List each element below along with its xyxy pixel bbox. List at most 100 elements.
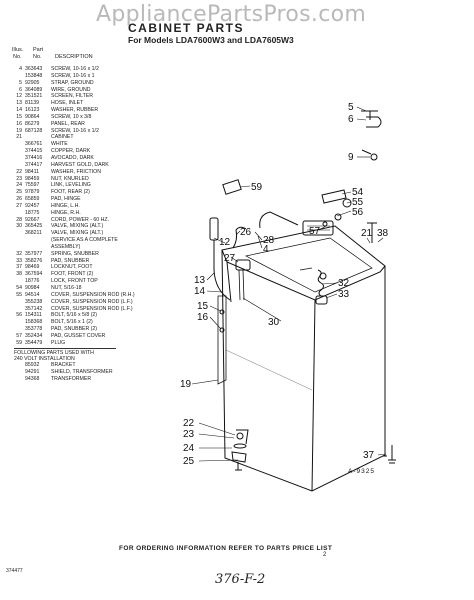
part-number: 357977 [25, 250, 43, 257]
illus-number: 27 [16, 202, 22, 209]
part-number: 94291 [25, 368, 40, 375]
callout-6: 6 [348, 114, 354, 125]
illus-number: 23 [16, 175, 22, 182]
illus-number: 33 [16, 257, 22, 264]
part-description: SCREW, 10-16 x 1 [51, 72, 95, 79]
part-description: VALVE, MIXING (ALT.) [51, 223, 104, 230]
ordering-footer: FOR ORDERING INFORMATION REFER TO PARTS … [119, 545, 333, 552]
callout-9: 9 [348, 152, 354, 163]
part-description: PAD, SNUBBER [51, 257, 90, 264]
part-description: PAD, HINGE [51, 196, 81, 203]
part-description: VALVE, MIXING (ALT.) [51, 230, 104, 237]
callout-38: 38 [377, 228, 389, 239]
illus-number: 57 [16, 332, 22, 339]
note-240v-line2: 240 VOLT INSTALLATION [14, 356, 75, 362]
callout-24: 24 [183, 443, 195, 454]
illus-number: 26 [16, 196, 22, 203]
header-illus-no: No. [13, 54, 22, 60]
part-row: 357142 COVER, SUSPENSION ROD (L.F.) [8, 306, 136, 313]
part-description: SCREW, 10-16 x 1/2 [51, 66, 99, 72]
header-description: DESCRIPTION [55, 54, 93, 60]
part-description: PAD, SNUBBER (2) [51, 326, 98, 333]
part-description: SHIELD, TRANSFORMER [51, 368, 113, 375]
part-number: 365425 [25, 223, 43, 230]
page-title: CABINET PARTS [128, 21, 244, 35]
part-description: HOSE, INLET [51, 100, 84, 107]
rear-panel [217, 295, 227, 385]
part-number: 90864 [25, 113, 40, 120]
valve-and-hoses [209, 211, 334, 301]
part-number: 374417 [25, 161, 43, 168]
part-description: TRANSFORMER [51, 375, 92, 382]
callout-14: 14 [194, 286, 206, 297]
part-description: HINGE, L.H. [51, 202, 80, 209]
part-description: STRAP, GROUND [51, 79, 94, 86]
callout-19: 19 [180, 379, 192, 390]
illus-number: 30 [16, 223, 22, 230]
illus-number: 54 [16, 285, 22, 291]
part-description: CORD, POWER - 60 HZ. [51, 216, 109, 223]
part-description: WIRE, GROUND [51, 86, 91, 93]
part-number: 687128 [25, 127, 43, 134]
illus-number: 16 [16, 120, 22, 127]
part-description: SCREEN, FILTER [51, 93, 93, 100]
illus-number: 32 [16, 250, 22, 257]
part-number: 352434 [25, 332, 43, 339]
part-number: 351521 [25, 93, 43, 100]
part-number: 367594 [25, 271, 43, 278]
watermark: AppliancePartsPros.com [96, 2, 367, 27]
part-description: COVER, SUSPENSION ROD (L.F.) [51, 305, 133, 312]
part-number: 94368 [25, 375, 40, 382]
part-description: WASHER, RUBBER [51, 107, 99, 114]
illus-number: 37 [16, 264, 22, 271]
leader-lines [191, 106, 387, 462]
part-number: 86279 [25, 120, 40, 127]
illus-number: 56 [16, 312, 22, 319]
part-description: FOOT, REAR (2) [51, 189, 90, 196]
part-row: 94291 SHIELD, TRANSFORMER [8, 369, 136, 376]
callout-32: 32 [338, 278, 350, 289]
part-description: NUT, KNURLED [51, 175, 89, 182]
snubber-assembly [315, 269, 328, 305]
header-part-no: No. [33, 54, 42, 60]
header-part: Part [33, 47, 44, 53]
part-description: AVOCADO, DARK [51, 154, 94, 161]
part-number: 98469 [25, 264, 40, 271]
part-number: 357142 [25, 305, 43, 312]
part-number: 153848 [25, 72, 43, 79]
part-description: PLUG [51, 339, 66, 346]
illus-number: 4 [19, 66, 22, 72]
illus-number: 15 [16, 113, 22, 120]
illus-number: 38 [16, 271, 22, 278]
page-subtitle: For Models LDA7600W3 and LDA7605W3 [128, 35, 294, 45]
part-description: PANEL, REAR [51, 120, 85, 127]
part-number: 81139 [25, 100, 40, 107]
part-number: 98411 [25, 168, 40, 175]
callout-26: 26 [240, 227, 252, 238]
illus-number: 19 [16, 127, 22, 134]
part-description: LOCKNUT, FOOT [51, 264, 93, 271]
part-description: LOCK, FRONT TOP [51, 278, 98, 285]
handwritten-note: 376-F-2 [215, 572, 266, 587]
